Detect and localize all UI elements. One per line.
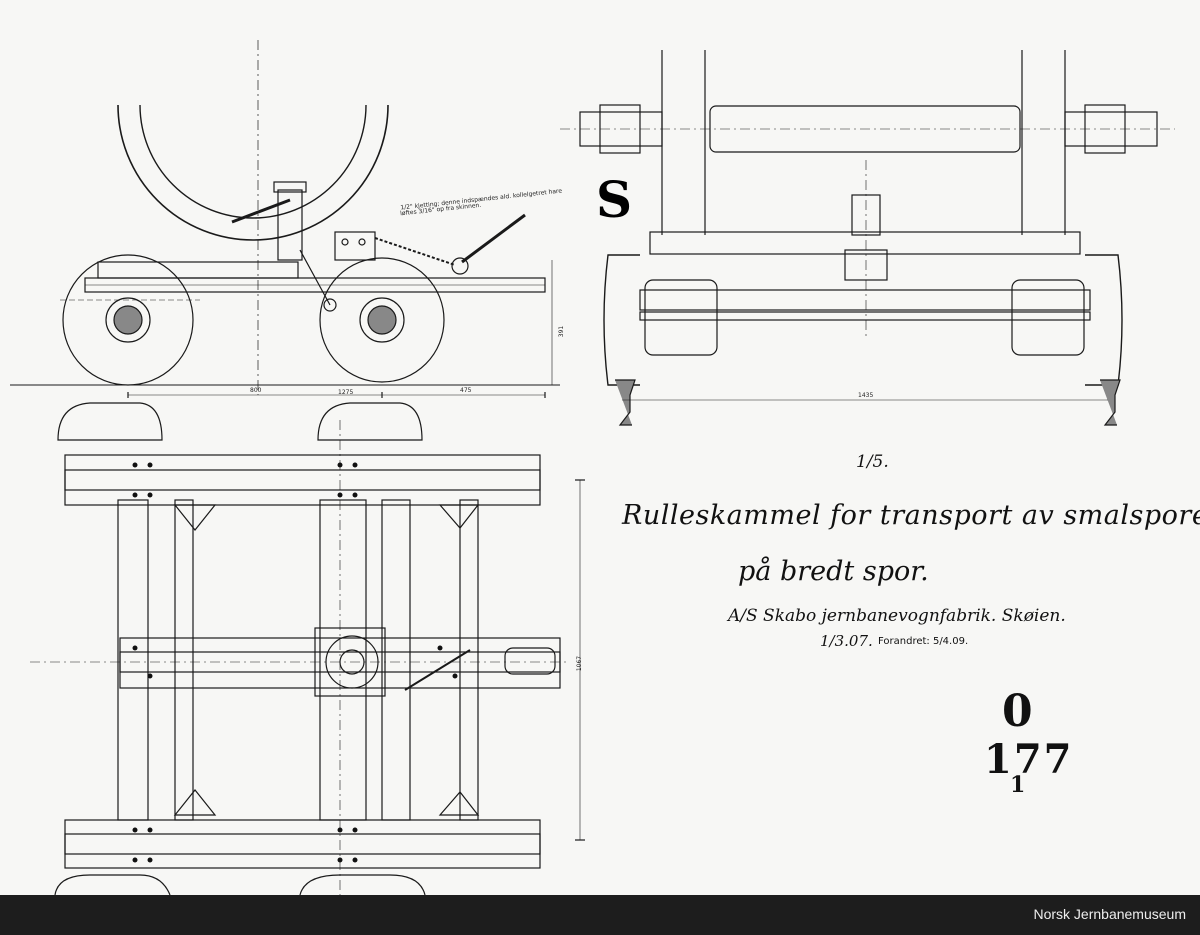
revision-date: Forandret: 5/4.09. — [878, 636, 969, 647]
dimension-1435: 1435 — [858, 392, 874, 399]
dimension-1067: 1067 — [576, 655, 584, 672]
dimension-800: 800 — [250, 387, 262, 394]
dimension-391: 391 — [558, 325, 566, 338]
drawing-date: 1/3.07. — [820, 632, 873, 650]
drawing-title-line1: Rulleskammel for transport av smalsporet… — [622, 500, 1200, 531]
museum-label: Norsk Jernbanemuseum — [1033, 906, 1186, 922]
museum-footer-bar: Norsk Jernbanemuseum — [0, 895, 1200, 935]
scale-label: 1/5. — [856, 452, 889, 472]
dimension-1275: 1275 — [338, 389, 354, 396]
drawing-title-line2: på bredt spor. — [738, 556, 929, 587]
technical-drawing — [10, 40, 1175, 895]
drawing-number-top: 0 — [1002, 686, 1033, 737]
skabo-monogram-logo: S — [596, 170, 633, 229]
drawing-number-main: 177 — [984, 736, 1074, 783]
manufacturer-label: A/S Skabo jernbanevognfabrik. Skøien. — [728, 606, 1066, 626]
drawing-sheet: 391 800 1275 475 1435 1067 1/2" kjetting… — [10, 40, 1200, 895]
dimension-475: 475 — [460, 387, 472, 394]
drawing-number-sub: 1 — [1010, 772, 1026, 798]
